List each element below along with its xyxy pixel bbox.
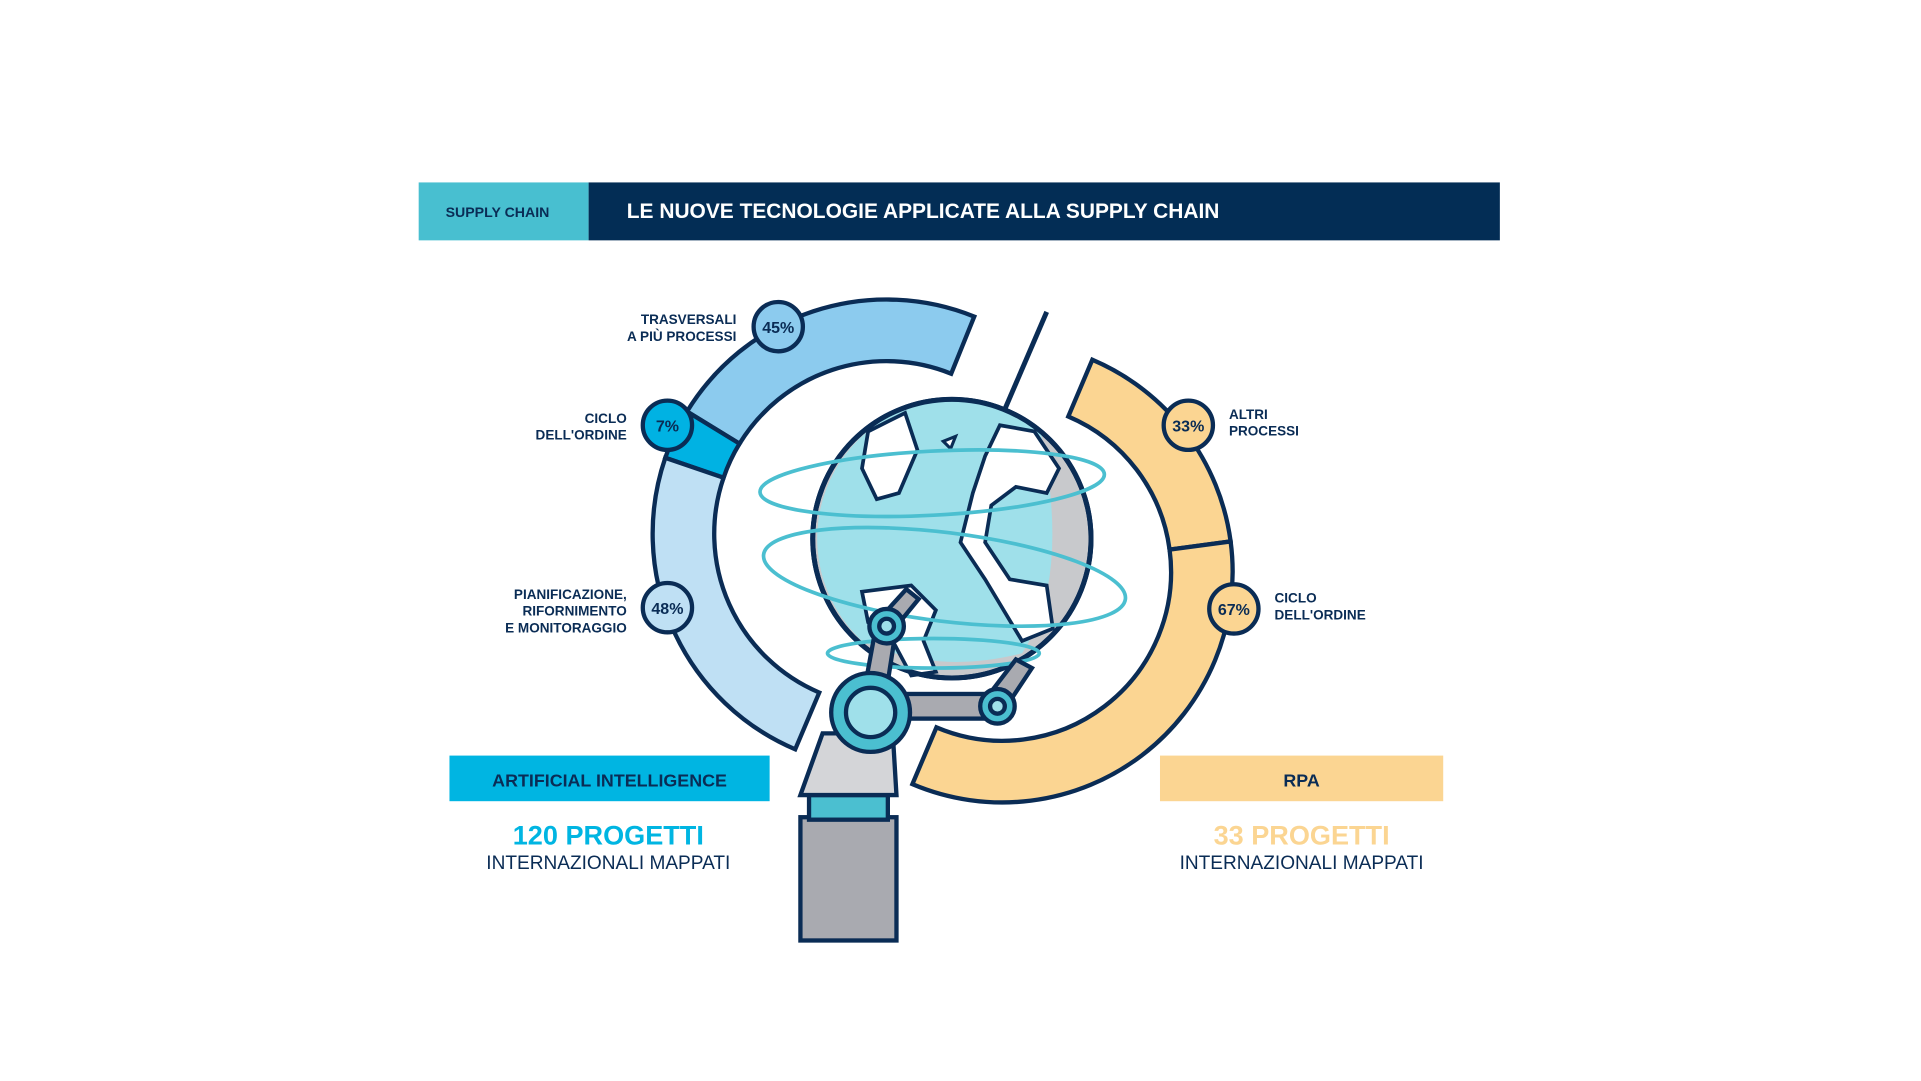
slice-label: TRASVERSALI [641,312,737,327]
ai-ring: 45% TRASVERSALI A PIÙ PROCESSI 7% CICLODELL'… [505,297,978,753]
percent-label: 33% [1172,418,1204,435]
orbit-ring [758,448,1107,519]
rpa-summary: RPA 33 PROGETTI INTERNAZIONALI MAPPATI [1159,755,1444,874]
percent-badge [1207,582,1261,636]
slice-label: ALTRI [1229,407,1268,422]
robot-joint-inner [877,616,897,636]
slice-label: A PIÙ PROCESSI [627,329,736,344]
robot-neck [806,792,891,822]
ring-segment [650,455,823,753]
orbit-ring [825,636,1042,670]
globe-pole [1002,310,1049,411]
rpa-title: RPA [1283,770,1319,790]
percent-badge [1161,398,1216,453]
slice-label: DELL'ORDINE [536,427,627,442]
ai-total: 120 PROGETTI [513,819,704,850]
percent-label: 7% [656,418,679,435]
header-tag: SUPPLY CHAIN [446,205,550,221]
header-bar: SUPPLY CHAIN LE NUOVE TECNOLOGIE APPLICA… [418,182,1500,241]
header-title-bg [588,182,1500,241]
percent-label: 45% [762,320,794,337]
ai-title: ARTIFICIAL INTELLIGENCE [492,770,727,790]
robot-joint-inner [987,696,1007,716]
rpa-title-box [1159,755,1444,802]
ai-total-sublabel: INTERNAZIONALI MAPPATI [486,853,730,874]
percent-label: 48% [651,601,683,618]
slice-label: PROCESSI [1229,424,1299,439]
percent-label: 67% [1218,602,1250,619]
globe-illustration [810,396,1094,681]
slice-label: PIANIFICAZIONE, [514,587,627,602]
rpa-total-sublabel: INTERNAZIONALI MAPPATI [1180,853,1424,874]
slice-label: CICLO [585,411,627,426]
robot-arm [797,586,1036,943]
continent-europe-africa [958,423,1062,644]
robot-base [798,815,899,943]
ring-segment [909,539,1235,805]
slice-label: E MONITORAGGIO [505,620,627,635]
orbits [758,448,1128,670]
slice-label: CICLO [1275,591,1317,606]
slice-label: RIFORNIMENTO [522,604,626,619]
percent-badge [751,299,806,354]
globe-outline [810,396,1094,681]
ring-segment [1065,356,1234,553]
slice-label: DELL'ORDINE [1275,607,1366,622]
continent-greenland [940,433,959,452]
header-tag-bg [418,182,589,241]
rpa-total: 33 PROGETTI [1214,819,1390,850]
ai-summary: ARTIFICIAL INTELLIGENCE 120 PROGETTI INT… [449,755,770,874]
continent-north-america [860,410,920,502]
percent-badge [640,398,695,453]
header-title: LE NUOVE TECNOLOGIE APPLICATE ALLA SUPPL… [627,200,1220,223]
robot-joint-inner [843,685,898,740]
ai-title-box [449,755,770,802]
orbit-ring [761,525,1128,629]
percent-badge [640,580,695,635]
